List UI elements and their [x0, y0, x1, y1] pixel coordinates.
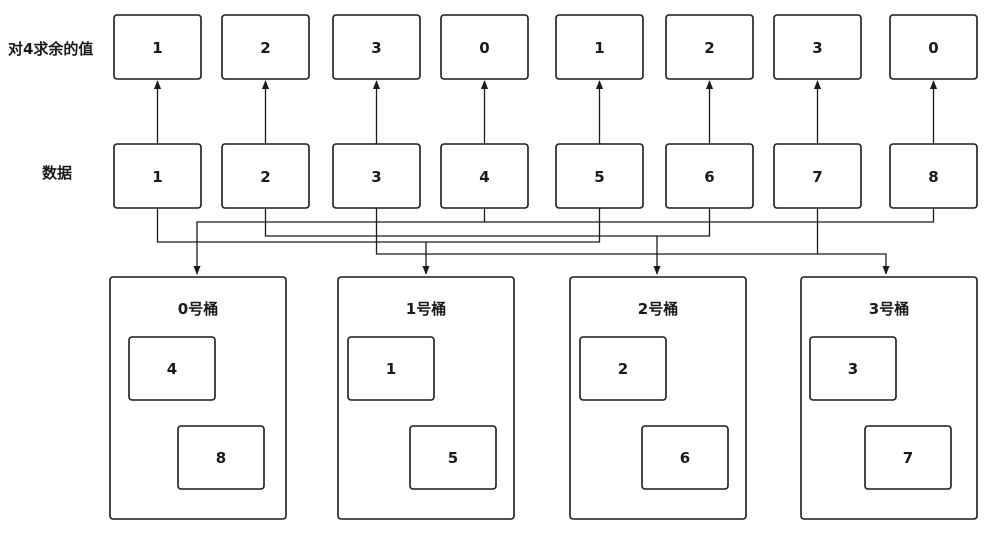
route-2-6 — [264, 208, 711, 237]
data-value: 4 — [479, 168, 489, 186]
bucket-title: 2号桶 — [638, 300, 678, 318]
data-value: 6 — [704, 168, 714, 186]
remainder-row-label: 对4求余的值 — [8, 40, 93, 58]
route-8-to-bucket-0 — [484, 208, 935, 223]
bucket-item: 3 — [848, 360, 858, 378]
data-value: 7 — [812, 168, 822, 186]
data-box: 7 — [773, 143, 862, 209]
data-box: 1 — [113, 143, 202, 209]
data-box: 3 — [332, 143, 421, 209]
data-value: 5 — [594, 168, 604, 186]
bucket-0: 0号桶 4 8 — [109, 276, 287, 520]
remainder-box: 1 — [555, 14, 644, 80]
bucket-routing-lines — [156, 208, 935, 275]
bucket-1: 1号桶 1 5 — [337, 276, 515, 520]
remainder-value: 3 — [371, 39, 381, 57]
bucket-2: 2号桶 2 6 — [569, 276, 747, 520]
bucket-item: 8 — [216, 449, 226, 467]
remainder-arrows — [153, 80, 938, 144]
data-box: 4 — [440, 143, 529, 209]
remainder-value: 2 — [260, 39, 270, 57]
remainder-box: 2 — [665, 14, 754, 80]
bucket-title: 3号桶 — [869, 300, 909, 318]
remainder-value: 1 — [594, 39, 604, 57]
bucket-item-box — [809, 336, 897, 401]
remainder-value: 0 — [928, 39, 938, 57]
data-value: 8 — [928, 168, 938, 186]
remainder-value: 2 — [704, 39, 714, 57]
data-box: 8 — [889, 143, 978, 209]
remainder-box: 2 — [221, 14, 310, 80]
route-to-bucket-3 — [375, 208, 890, 275]
data-row-label: 数据 — [42, 164, 72, 182]
remainder-box: 3 — [773, 14, 862, 80]
remainder-box: 1 — [113, 14, 202, 80]
bucket-item-box — [409, 425, 497, 490]
remainder-box: 0 — [440, 14, 529, 80]
data-value: 2 — [260, 168, 270, 186]
route-to-bucket-0 — [193, 208, 486, 275]
data-value: 3 — [371, 168, 381, 186]
remainder-value: 1 — [152, 39, 162, 57]
bucket-item-box — [128, 336, 216, 401]
bucket-item: 1 — [386, 360, 396, 378]
bucket-item-box — [347, 336, 435, 401]
data-row: 1 2 3 4 5 6 7 8 — [113, 143, 978, 209]
route-1-5 — [156, 208, 601, 243]
remainder-box: 0 — [889, 14, 978, 80]
data-box: 5 — [555, 143, 644, 209]
data-box: 6 — [665, 143, 754, 209]
data-value: 1 — [152, 168, 162, 186]
bucket-item: 5 — [448, 449, 458, 467]
bucket-item: 4 — [167, 360, 177, 378]
bucket-title: 0号桶 — [178, 300, 218, 318]
bucket-item-box — [579, 336, 667, 401]
bucket-item: 6 — [680, 449, 690, 467]
bucket-title: 1号桶 — [406, 300, 446, 318]
data-box: 2 — [221, 143, 310, 209]
bucket-item: 7 — [903, 449, 913, 467]
remainder-box: 3 — [332, 14, 421, 80]
bucket-item-box — [177, 425, 265, 490]
bucket-3: 3号桶 3 7 — [800, 276, 978, 520]
remainder-value: 3 — [812, 39, 822, 57]
bucket-item-box — [864, 425, 952, 490]
remainder-row: 1 2 3 0 1 2 3 0 — [113, 14, 978, 80]
bucket-item-box — [641, 425, 729, 490]
bucket-item: 2 — [618, 360, 628, 378]
remainder-value: 0 — [479, 39, 489, 57]
